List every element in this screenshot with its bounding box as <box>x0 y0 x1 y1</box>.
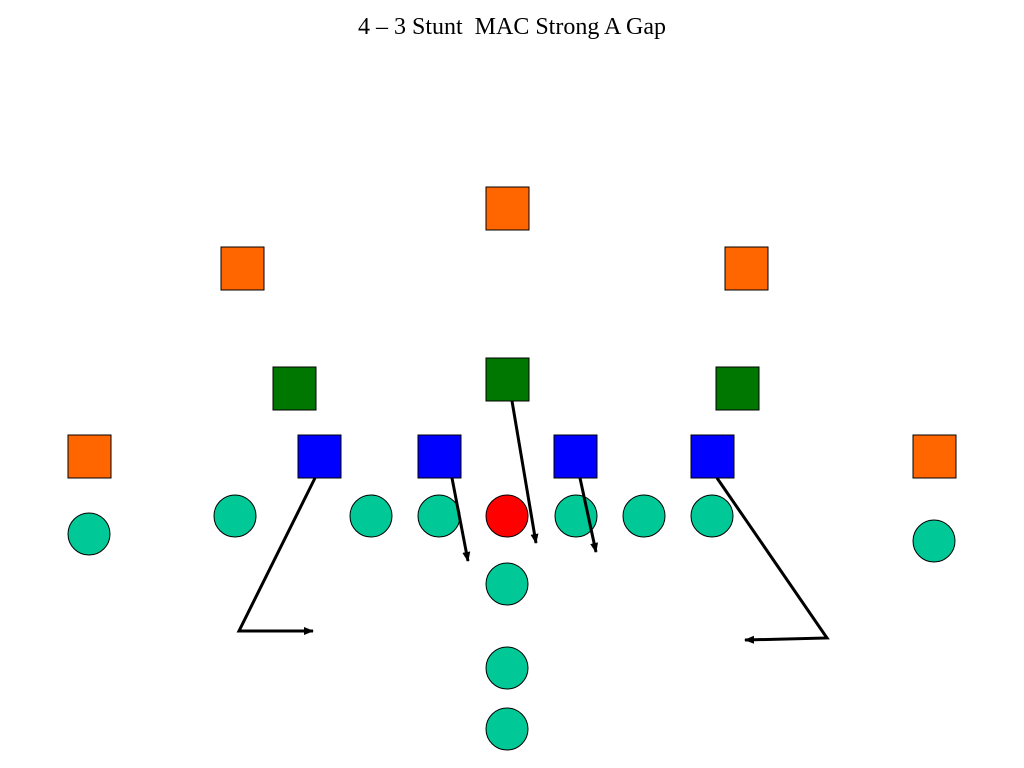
dl-2 <box>417 434 462 479</box>
assignment-arrow-left-end <box>236 477 317 635</box>
wr-right <box>912 519 956 563</box>
safety-right <box>724 246 769 291</box>
center <box>485 494 529 538</box>
dl-4 <box>690 434 735 479</box>
te-left <box>213 494 257 538</box>
safety-left <box>220 246 265 291</box>
tb <box>485 707 529 751</box>
fb <box>485 646 529 690</box>
corner-left <box>67 434 112 479</box>
lb-mike <box>485 357 530 402</box>
assignment-arrow-right-end <box>715 477 830 644</box>
ot-left <box>349 494 393 538</box>
qb <box>485 562 529 606</box>
dl-1 <box>297 434 342 479</box>
safety-center <box>485 186 530 231</box>
assignment-arrow-mike <box>510 400 539 544</box>
assignment-arrow-dl-2 <box>450 477 471 562</box>
diagram-title: 4 – 3 Stunt MAC Strong A Gap <box>357 14 667 40</box>
wr-left <box>67 512 111 556</box>
lb-right <box>715 366 760 411</box>
dl-3 <box>553 434 598 479</box>
corner-right <box>912 434 957 479</box>
ot-right <box>622 494 666 538</box>
assignment-arrow-dl-3 <box>578 477 599 553</box>
og-left <box>417 494 461 538</box>
te-right <box>690 494 734 538</box>
lb-left <box>272 366 317 411</box>
